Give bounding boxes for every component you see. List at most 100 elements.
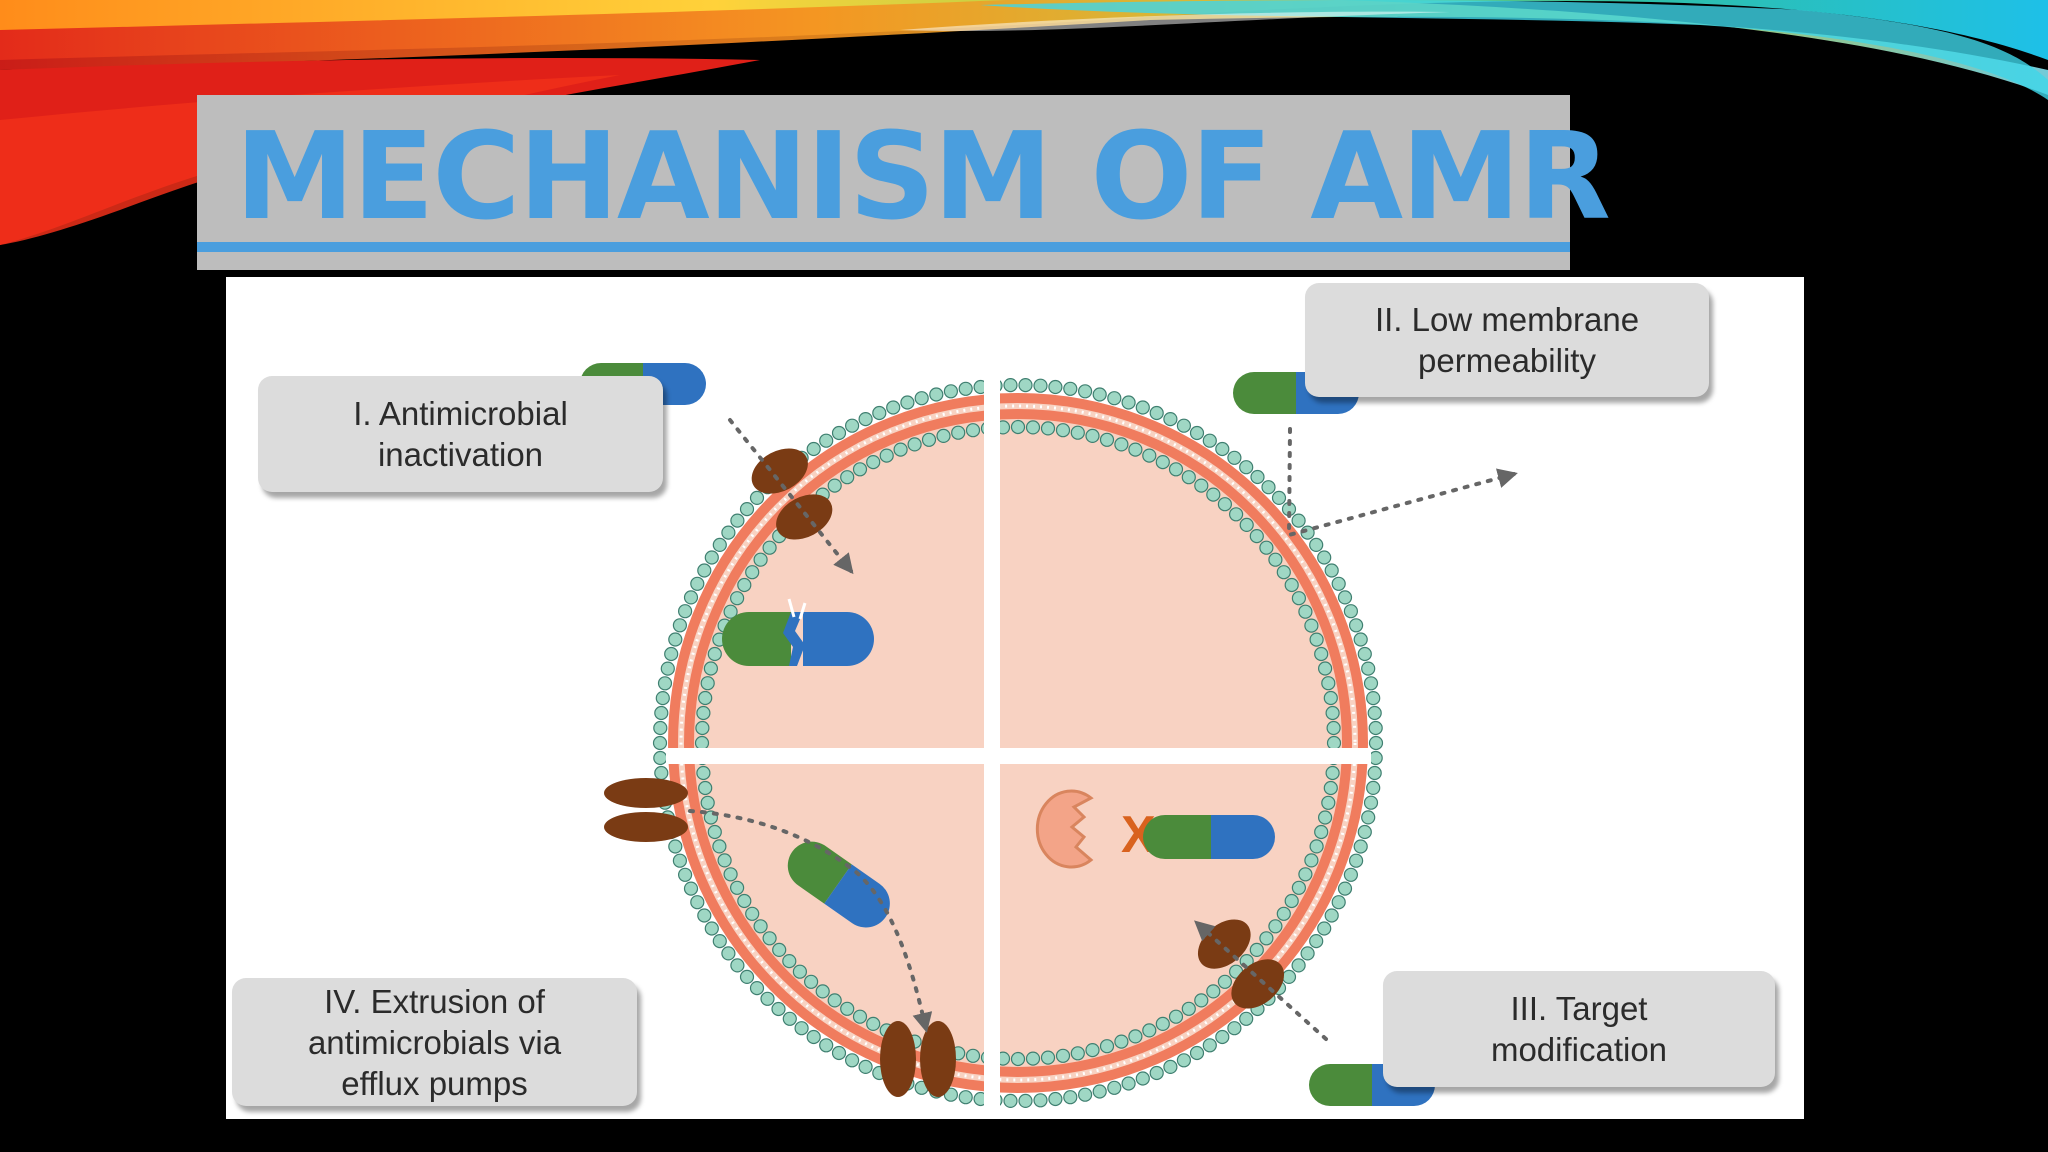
phospholipid-head	[852, 462, 868, 477]
phospholipid-head	[723, 867, 738, 882]
phospholipid-head	[745, 565, 760, 580]
phospholipid-head	[1324, 563, 1339, 578]
phospholipid-head	[831, 1045, 847, 1061]
phospholipid-head	[1003, 377, 1018, 393]
phospholipid-head	[1040, 1050, 1056, 1065]
phospholipid-head	[1018, 377, 1033, 393]
phospholipid-head	[1092, 1084, 1107, 1099]
phospholipid-head	[749, 490, 765, 505]
phospholipid-head	[1003, 1093, 1018, 1109]
phospholipid-head	[712, 839, 727, 854]
phospholipid-head	[1353, 632, 1368, 647]
efflux-arrow	[688, 809, 933, 1033]
phospholipid-head	[1291, 880, 1307, 895]
phospholipid-head	[717, 853, 732, 868]
phospholipid-head	[1276, 565, 1291, 580]
title-box: MECHANISM OF AMR	[197, 95, 1611, 270]
phospholipid-head	[683, 590, 699, 605]
phospholipid-head	[893, 442, 908, 457]
phospholipid-head	[844, 418, 860, 433]
phospholipid-head	[753, 919, 768, 934]
phospholipid-head	[1326, 735, 1342, 751]
phospholipid-head	[831, 425, 847, 441]
phospholipid-head	[844, 1053, 860, 1068]
phospholipid-head	[1025, 420, 1041, 435]
phospholipid-head	[1261, 480, 1276, 495]
phospholipid-head	[707, 646, 722, 662]
quadrant-antimicrobial-inactivation	[722, 418, 874, 666]
unbound-antimicrobial-capsule	[1143, 815, 1275, 859]
phospholipid-head	[936, 428, 951, 443]
phospholipid-head	[1298, 867, 1313, 882]
phospholipid-head	[819, 1038, 834, 1053]
phospholipid-head	[700, 676, 715, 691]
phospholipid-head	[1215, 1029, 1230, 1045]
modified-target	[1035, 789, 1094, 869]
phospholipid-head	[1343, 604, 1359, 619]
phospholipid-head	[1281, 969, 1297, 985]
phospholipid-head	[1227, 450, 1242, 465]
phospholipid-head	[1155, 1016, 1170, 1032]
phospholipid-head	[866, 455, 881, 470]
phospholipid-head	[1309, 839, 1324, 854]
phospholipid-head	[730, 880, 745, 895]
phospholipid-head	[1348, 618, 1364, 633]
phospholipid-head	[1055, 1048, 1071, 1063]
phospholipid-head	[1239, 517, 1254, 532]
phospholipid-head	[1168, 462, 1184, 477]
phospholipid-head	[958, 381, 973, 396]
callout-low-membrane-permeability: II. Low membrane permeability	[1305, 283, 1709, 397]
phospholipid-head	[1168, 1009, 1184, 1024]
phospholipid-head	[1337, 881, 1353, 896]
phospholipid-head	[1142, 448, 1157, 463]
phospholipid-head	[737, 893, 752, 909]
phospholipid-head	[1291, 591, 1307, 606]
phospholipid-head	[914, 391, 929, 406]
phospholipid-head	[1181, 1001, 1196, 1016]
phospholipid-head	[1361, 661, 1376, 676]
phospholipid-head	[1142, 1023, 1157, 1038]
phospholipid-head	[1357, 824, 1372, 840]
phospholipid-head	[730, 513, 745, 528]
phospholipid-head	[1323, 690, 1338, 706]
phospholipid-head	[700, 795, 715, 810]
phospholipid-head	[921, 432, 937, 447]
phospholipid-head	[1099, 432, 1115, 447]
phospholipid-head	[872, 405, 887, 421]
phospholipid-head	[704, 550, 719, 565]
phospholipid-head	[852, 1009, 868, 1024]
lipid-bilayer-inner	[684, 409, 1352, 1077]
phospholipid-head	[886, 400, 901, 415]
phospholipid-head	[683, 881, 699, 896]
phospholipid-head	[745, 906, 760, 921]
phospholipid-head	[1121, 1076, 1136, 1091]
phospholipid-head	[1040, 421, 1056, 436]
phospholipid-head	[1033, 1093, 1048, 1108]
phospholipid-head	[1284, 577, 1299, 593]
phospholipid-head	[1077, 1087, 1093, 1102]
page-title: MECHANISM OF AMR	[235, 108, 1611, 247]
phospholipid-head	[1357, 646, 1372, 662]
quadrant-divider-vertical	[984, 377, 1000, 1112]
phospholipid-head	[1202, 433, 1217, 448]
phospholipid-head	[668, 632, 683, 647]
phospholipid-head	[703, 661, 718, 676]
efflux-pump-lower	[880, 1021, 956, 1097]
phospholipid-head	[1314, 646, 1329, 662]
phospholipid-head	[1276, 906, 1291, 921]
quadrant-divider-horizontal	[666, 748, 1371, 764]
phospholipid-head	[1298, 604, 1313, 619]
phospholipid-head	[1063, 1090, 1078, 1105]
phospholipid-head	[958, 1090, 973, 1105]
phospholipid-head	[1163, 1059, 1178, 1075]
phospholipid-head	[1366, 691, 1381, 706]
phospholipid-head	[1284, 893, 1299, 909]
phospholipid-head	[1317, 921, 1332, 936]
phospholipid-head	[730, 591, 745, 606]
phospholipid-head	[1063, 381, 1078, 396]
phospholipid-head	[943, 1087, 959, 1102]
phospholipid-head	[1107, 1080, 1122, 1095]
phospholipid-head	[827, 478, 842, 493]
phospholipid-head	[1363, 795, 1379, 810]
phospholipid-head	[660, 661, 675, 676]
